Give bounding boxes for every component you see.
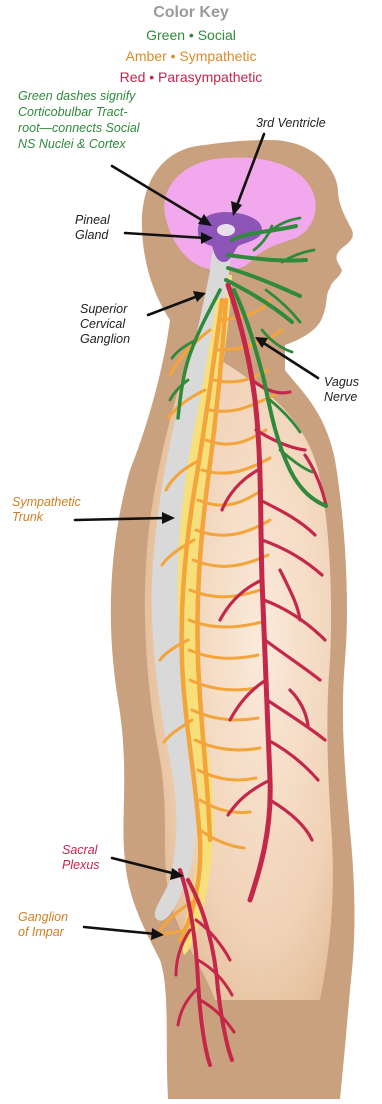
color-key-title: Color Key [0, 4, 382, 22]
color-key-sympathetic: Amber • Sympathetic [0, 48, 382, 64]
label-green-dashes-note: Green dashes signify Corticobulbar Tract… [18, 88, 140, 152]
label-third-ventricle: 3rd Ventricle [256, 116, 326, 131]
label-pineal-gland: Pineal Gland [75, 213, 110, 243]
label-superior-cervical-ganglion: Superior Cervical Ganglion [80, 302, 130, 347]
color-key-social: Green • Social [0, 27, 382, 43]
label-ganglion-of-impar: Ganglion of Impar [18, 910, 68, 940]
color-key-parasympathetic: Red • Parasympathetic [0, 69, 382, 85]
label-vagus-nerve: Vagus Nerve [324, 375, 359, 405]
pineal-gland-shape [217, 224, 235, 236]
label-sympathetic-trunk: Sympathetic Trunk [12, 495, 81, 525]
label-sacral-plexus: Sacral Plexus [62, 843, 100, 873]
